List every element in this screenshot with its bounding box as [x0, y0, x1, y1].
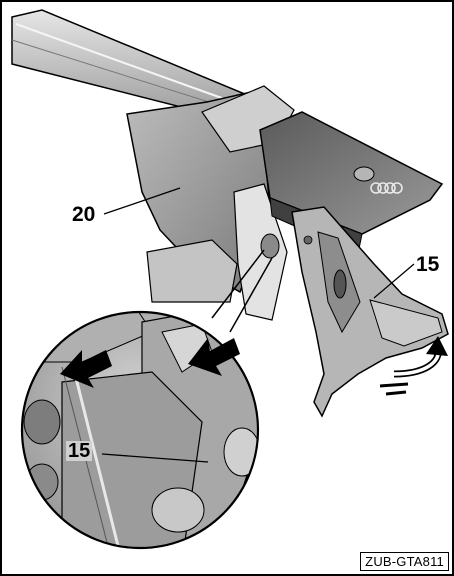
roof-bar [11, 9, 254, 123]
detail-leader-lines [211, 249, 273, 333]
clamping-plate [291, 206, 449, 418]
arrow-left-icon [60, 350, 112, 388]
callout-15-top: 15 [416, 253, 440, 276]
clamp-cover [259, 111, 444, 255]
audi-rings-icon [370, 182, 403, 194]
figure-reference-code: ZUB-GTA811 [360, 552, 449, 571]
rotate-arrow-icon [379, 336, 448, 396]
support-foot [126, 85, 295, 321]
arrow-left-icon [188, 338, 240, 376]
callout-20: 20 [72, 203, 96, 226]
leader-line-15-top [373, 263, 415, 299]
leader-line-20 [103, 187, 181, 215]
detail-magnifier [20, 310, 260, 550]
callout-15-detail: 15 [66, 440, 93, 462]
leader-line-15-detail [101, 453, 209, 463]
